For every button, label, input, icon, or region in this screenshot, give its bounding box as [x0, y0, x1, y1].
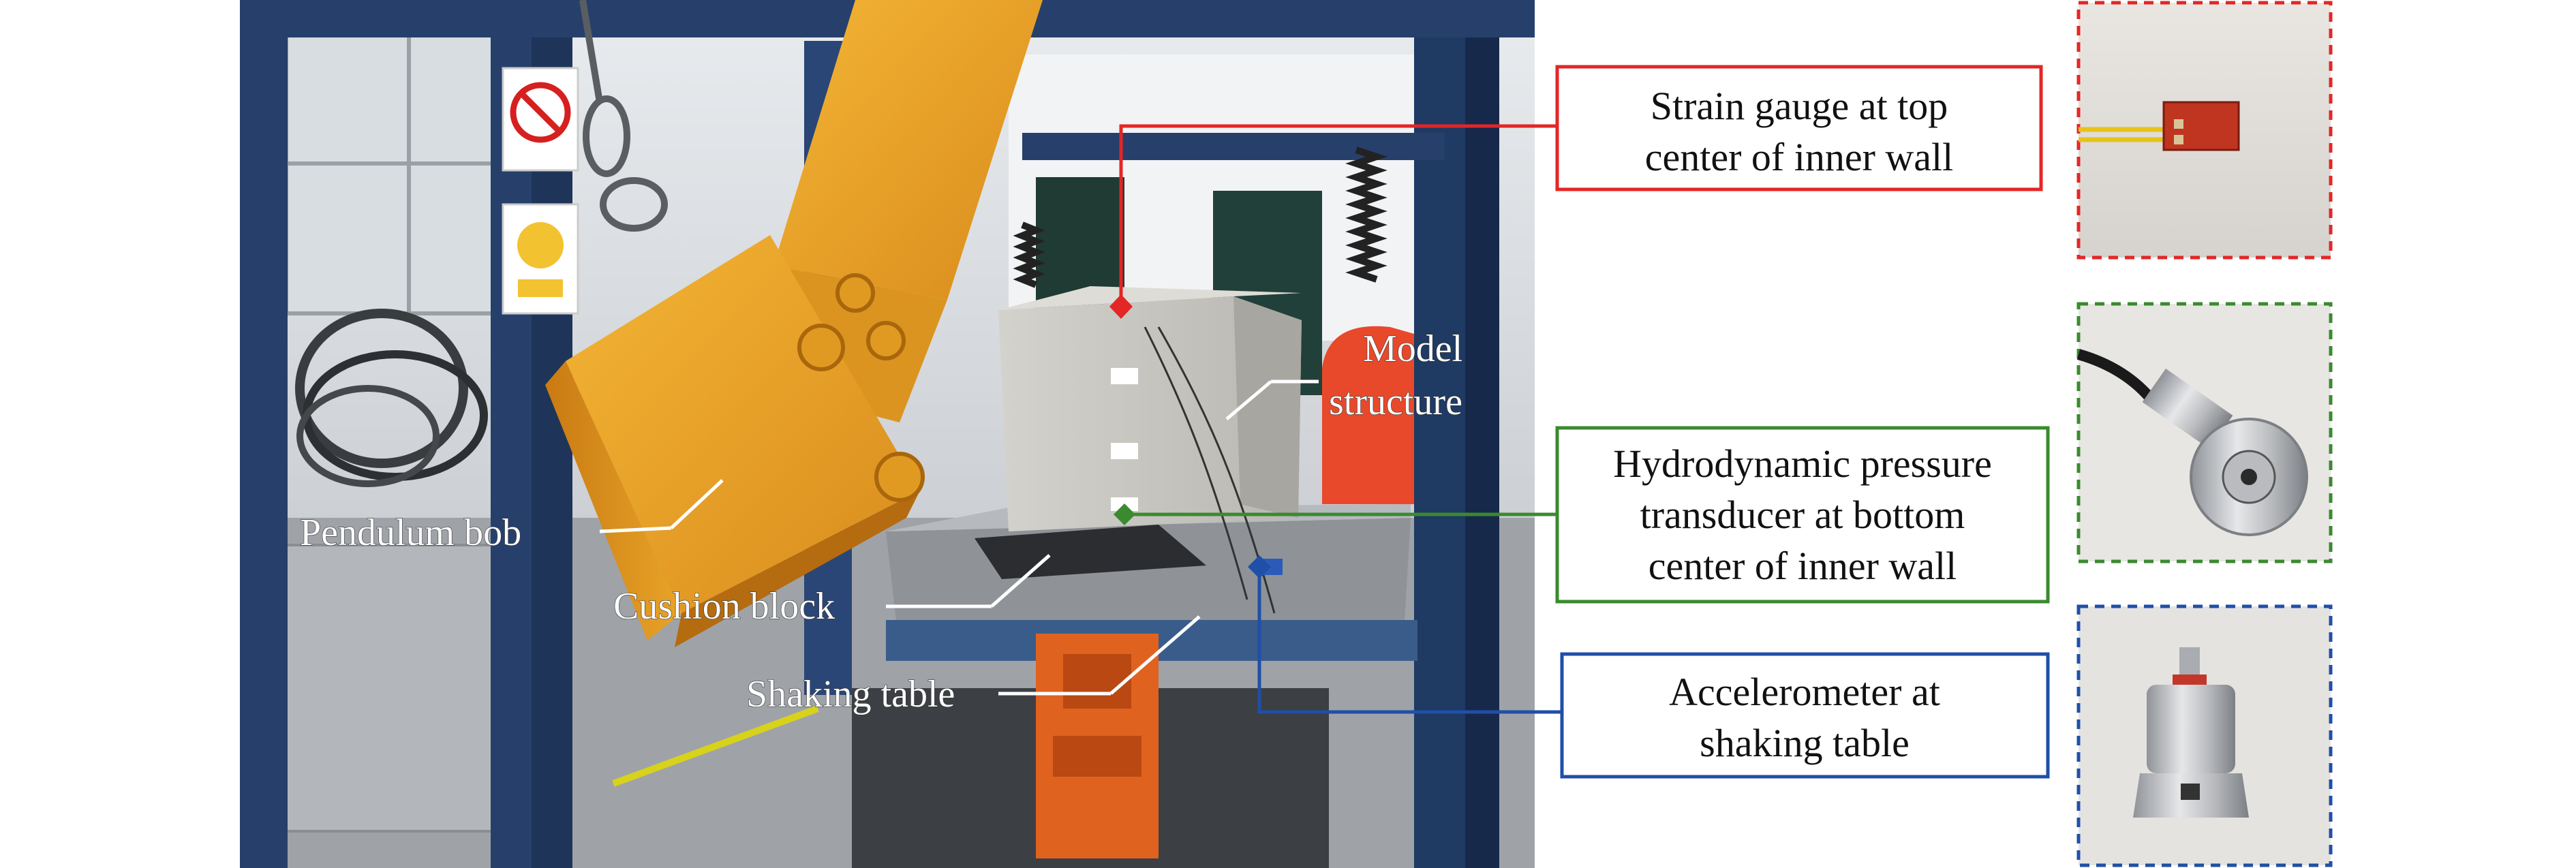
model-structure-label-line2: structure [1329, 381, 1462, 423]
model-structure [998, 286, 1302, 614]
lab-photograph: Pendulum bob Cushion block Shaking table… [240, 0, 1535, 868]
springs [1013, 146, 1387, 288]
strain-gauge-marker [1109, 294, 1133, 319]
pendulum-bob [545, 0, 1043, 647]
accelerometer-inset [2076, 604, 2333, 867]
strain-gauge-text-line1: Strain gauge at top [1651, 84, 1948, 128]
accelerometer-box [1560, 652, 2050, 779]
pressure-transducer-text-line3: center of inner wall [1649, 544, 1957, 588]
safety-signs [502, 67, 579, 315]
accelerometer-text-line1: Accelerometer at [1669, 670, 1940, 714]
model-structure-label-line1: Model [1363, 328, 1462, 370]
strain-gauge-callout: Strain gauge at top center of inner wall [1109, 65, 2043, 319]
hanger-chain [579, 0, 668, 232]
cable-coils [295, 309, 488, 487]
strain-gauge-text-line2: center of inner wall [1645, 135, 1954, 179]
red-tank [1322, 326, 1414, 504]
pressure-transducer-text-line2: transducer at bottom [1640, 493, 1965, 537]
accelerometer-marker [1248, 555, 1271, 578]
strain-gauge-box [1555, 65, 2043, 191]
pendulum-bob-label: Pendulum bob [300, 512, 521, 554]
pressure-transducer-marker [1114, 503, 1135, 525]
photo-annotations: Pendulum bob Cushion block Shaking table… [299, 327, 1462, 715]
cushion-block [975, 525, 1206, 579]
prohibition-icon [510, 82, 571, 143]
shaking-table-label: Shaking table [746, 673, 955, 715]
pressure-transducer-inset [2076, 302, 2333, 563]
pressure-transducer-box [1555, 426, 2050, 604]
pressure-transducer-callout: Hydrodynamic pressure transducer at bott… [1114, 426, 2050, 604]
pressure-transducer-text-line1: Hydrodynamic pressure [1613, 441, 1992, 486]
accelerometer-callout: Accelerometer at shaking table [1248, 555, 2050, 779]
cushion-block-label: Cushion block [613, 585, 835, 627]
strain-gauge-inset [2076, 1, 2333, 260]
accelerometer-text-line2: shaking table [1700, 721, 1910, 765]
yellow-cable [612, 705, 819, 787]
helmet-icon [517, 222, 564, 268]
accelerometer-sensor [2147, 685, 2235, 773]
